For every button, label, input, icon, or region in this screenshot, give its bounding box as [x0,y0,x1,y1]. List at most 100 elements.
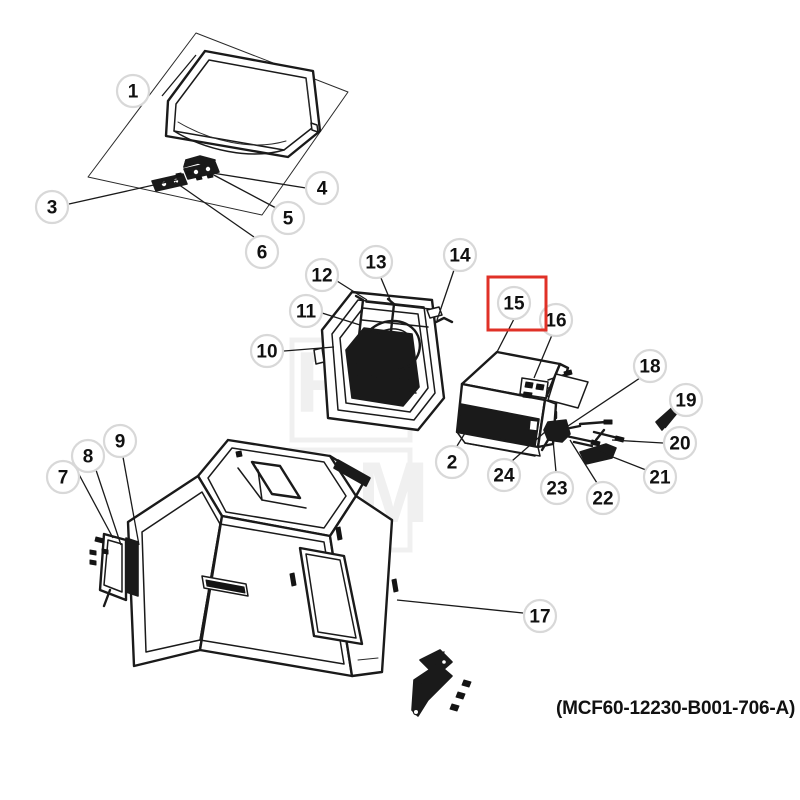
callout-leader-17 [396,599,524,614]
callout-leader-12 [336,280,368,301]
callout-circle-3 [34,189,70,225]
callout-label-12: 12 [311,266,332,287]
callout-circle-9 [102,423,138,459]
callout-label-1: 1 [128,82,139,103]
callout-circle-1 [115,73,151,109]
callout-14[interactable]: 14 [442,237,478,273]
callout-circle-12 [304,257,340,293]
callout-circle-5 [270,200,306,236]
callout-leader-14 [436,269,455,321]
callout-leader-22 [569,439,598,484]
part-code-label: (MCF60-12230-B001-706-A) [556,698,796,719]
callout-leader-18 [561,377,641,431]
callout-label-14: 14 [449,246,471,267]
callout-label-13: 13 [365,253,386,274]
callout-circle-20 [662,425,698,461]
leader-lines-layer [68,54,679,614]
callout-18[interactable]: 18 [632,348,668,384]
callout-19[interactable]: 19 [668,382,704,418]
callout-leader-24 [511,431,546,462]
lid-hardware-group [151,161,220,192]
main-cooler-body [126,438,399,678]
hinge-bracket-group [89,532,139,608]
callout-label-22: 22 [592,489,613,510]
callout-label-20: 20 [669,434,690,455]
callout-circle-18 [632,348,668,384]
callout-15[interactable]: 15 [496,285,532,321]
callout-label-23: 23 [546,479,567,500]
callout-4[interactable]: 4 [304,170,340,206]
callout-6[interactable]: 6 [244,234,280,270]
callout-5[interactable]: 5 [270,200,306,236]
callout-leader-8 [95,469,122,546]
callout-24[interactable]: 24 [486,457,522,493]
callout-leader-20 [611,439,664,444]
callout-leader-15 [496,318,515,353]
callout-3[interactable]: 3 [34,189,70,225]
callout-7[interactable]: 7 [45,459,81,495]
callout-circle-7 [45,459,81,495]
callout-circle-15 [496,285,532,321]
callout-leader-16 [533,334,553,379]
callout-11[interactable]: 11 [288,293,324,329]
callout-leader-4 [205,171,307,189]
callout-label-16: 16 [545,311,566,332]
callout-circle-24 [486,457,522,493]
callout-label-10: 10 [256,342,277,363]
callout-label-19: 19 [675,391,696,412]
callout-leader-6 [174,181,255,238]
callout-9[interactable]: 9 [102,423,138,459]
callout-label-9: 9 [115,432,126,453]
callout-leader-9 [122,456,140,546]
callout-circle-4 [304,170,340,206]
callout-17[interactable]: 17 [522,598,558,634]
callout-8[interactable]: 8 [70,438,106,474]
callout-circle-10 [249,333,285,369]
callout-circle-19 [668,382,704,418]
callout-label-5: 5 [283,209,294,230]
callout-leader-3 [68,177,186,205]
callout-label-15: 15 [503,294,525,315]
callout-circle-16 [538,302,574,338]
callout-label-18: 18 [639,357,660,378]
callout-leader-10 [283,346,335,352]
callout-leader-5 [209,172,277,209]
callout-circle-14 [442,237,478,273]
callout-2[interactable]: 2 [434,444,470,480]
callout-leader-11 [321,312,361,326]
callout-label-8: 8 [83,447,94,468]
callout-22[interactable]: 22 [585,480,621,516]
callout-circle-8 [70,438,106,474]
callout-20[interactable]: 20 [662,425,698,461]
callout-circle-2 [434,444,470,480]
callout-circle-6 [244,234,280,270]
callout-circle-23 [539,470,575,506]
callout-label-17: 17 [529,607,550,628]
callout-12[interactable]: 12 [304,257,340,293]
callout-21[interactable]: 21 [642,459,678,495]
callout-10[interactable]: 10 [249,333,285,369]
callout-leader-21 [599,451,647,471]
callout-label-11: 11 [296,302,317,323]
callout-label-24: 24 [493,466,515,487]
loose-brackets-group [411,649,472,717]
callout-leader-13 [380,277,392,303]
compressor-frame-assembly [313,290,454,432]
callout-label-4: 4 [317,179,328,200]
callout-1[interactable]: 1 [115,73,151,109]
callout-circle-22 [585,480,621,516]
callout-label-7: 7 [58,468,69,489]
cooling-unit-module [455,350,589,457]
highlight-box-callout-15 [486,275,548,332]
callout-label-2: 2 [447,453,458,474]
callout-13[interactable]: 13 [358,244,394,280]
callout-circle-21 [642,459,678,495]
callout-circle-13 [358,244,394,280]
callout-16[interactable]: 16 [538,302,574,338]
callout-23[interactable]: 23 [539,470,575,506]
callout-label-21: 21 [649,468,671,489]
callout-circle-11 [288,293,324,329]
